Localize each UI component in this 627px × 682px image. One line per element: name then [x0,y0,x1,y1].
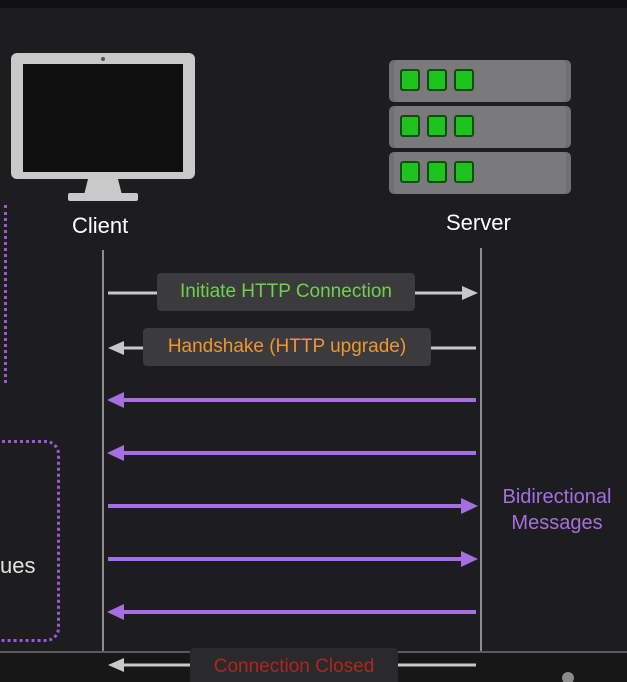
server-unit [389,60,571,102]
arrow-message-server-to-client [107,604,476,620]
arrow-message-server-to-client [107,445,476,461]
arrow-message-server-to-client [107,392,476,408]
arrow-message-client-to-server [108,551,478,567]
server-label: Server [446,210,511,235]
handshake-label: Handshake (HTTP upgrade) [143,328,431,366]
client-lifeline [102,250,104,682]
server-rack-icon [389,60,571,194]
server-unit [389,152,571,194]
left-dotted-box [0,440,60,642]
monitor-icon [11,53,195,201]
server-lifeline [480,248,482,682]
arrow-message-client-to-server [108,498,478,514]
bidirectional-line-2: Messages [511,512,603,534]
partial-cut-text: ues [0,553,36,578]
server-unit [389,106,571,148]
initiate-connection-label: Initiate HTTP Connection [157,273,415,311]
connection-closed-label: Connection Closed [190,648,398,682]
left-dotted-panel-edge [0,205,7,383]
client-label: Client [72,213,129,238]
top-band [0,0,627,8]
bidirectional-messages-label: Bidirectional Messages [492,484,622,536]
bidirectional-line-1: Bidirectional [502,486,612,508]
scrubber-dot [562,672,574,682]
